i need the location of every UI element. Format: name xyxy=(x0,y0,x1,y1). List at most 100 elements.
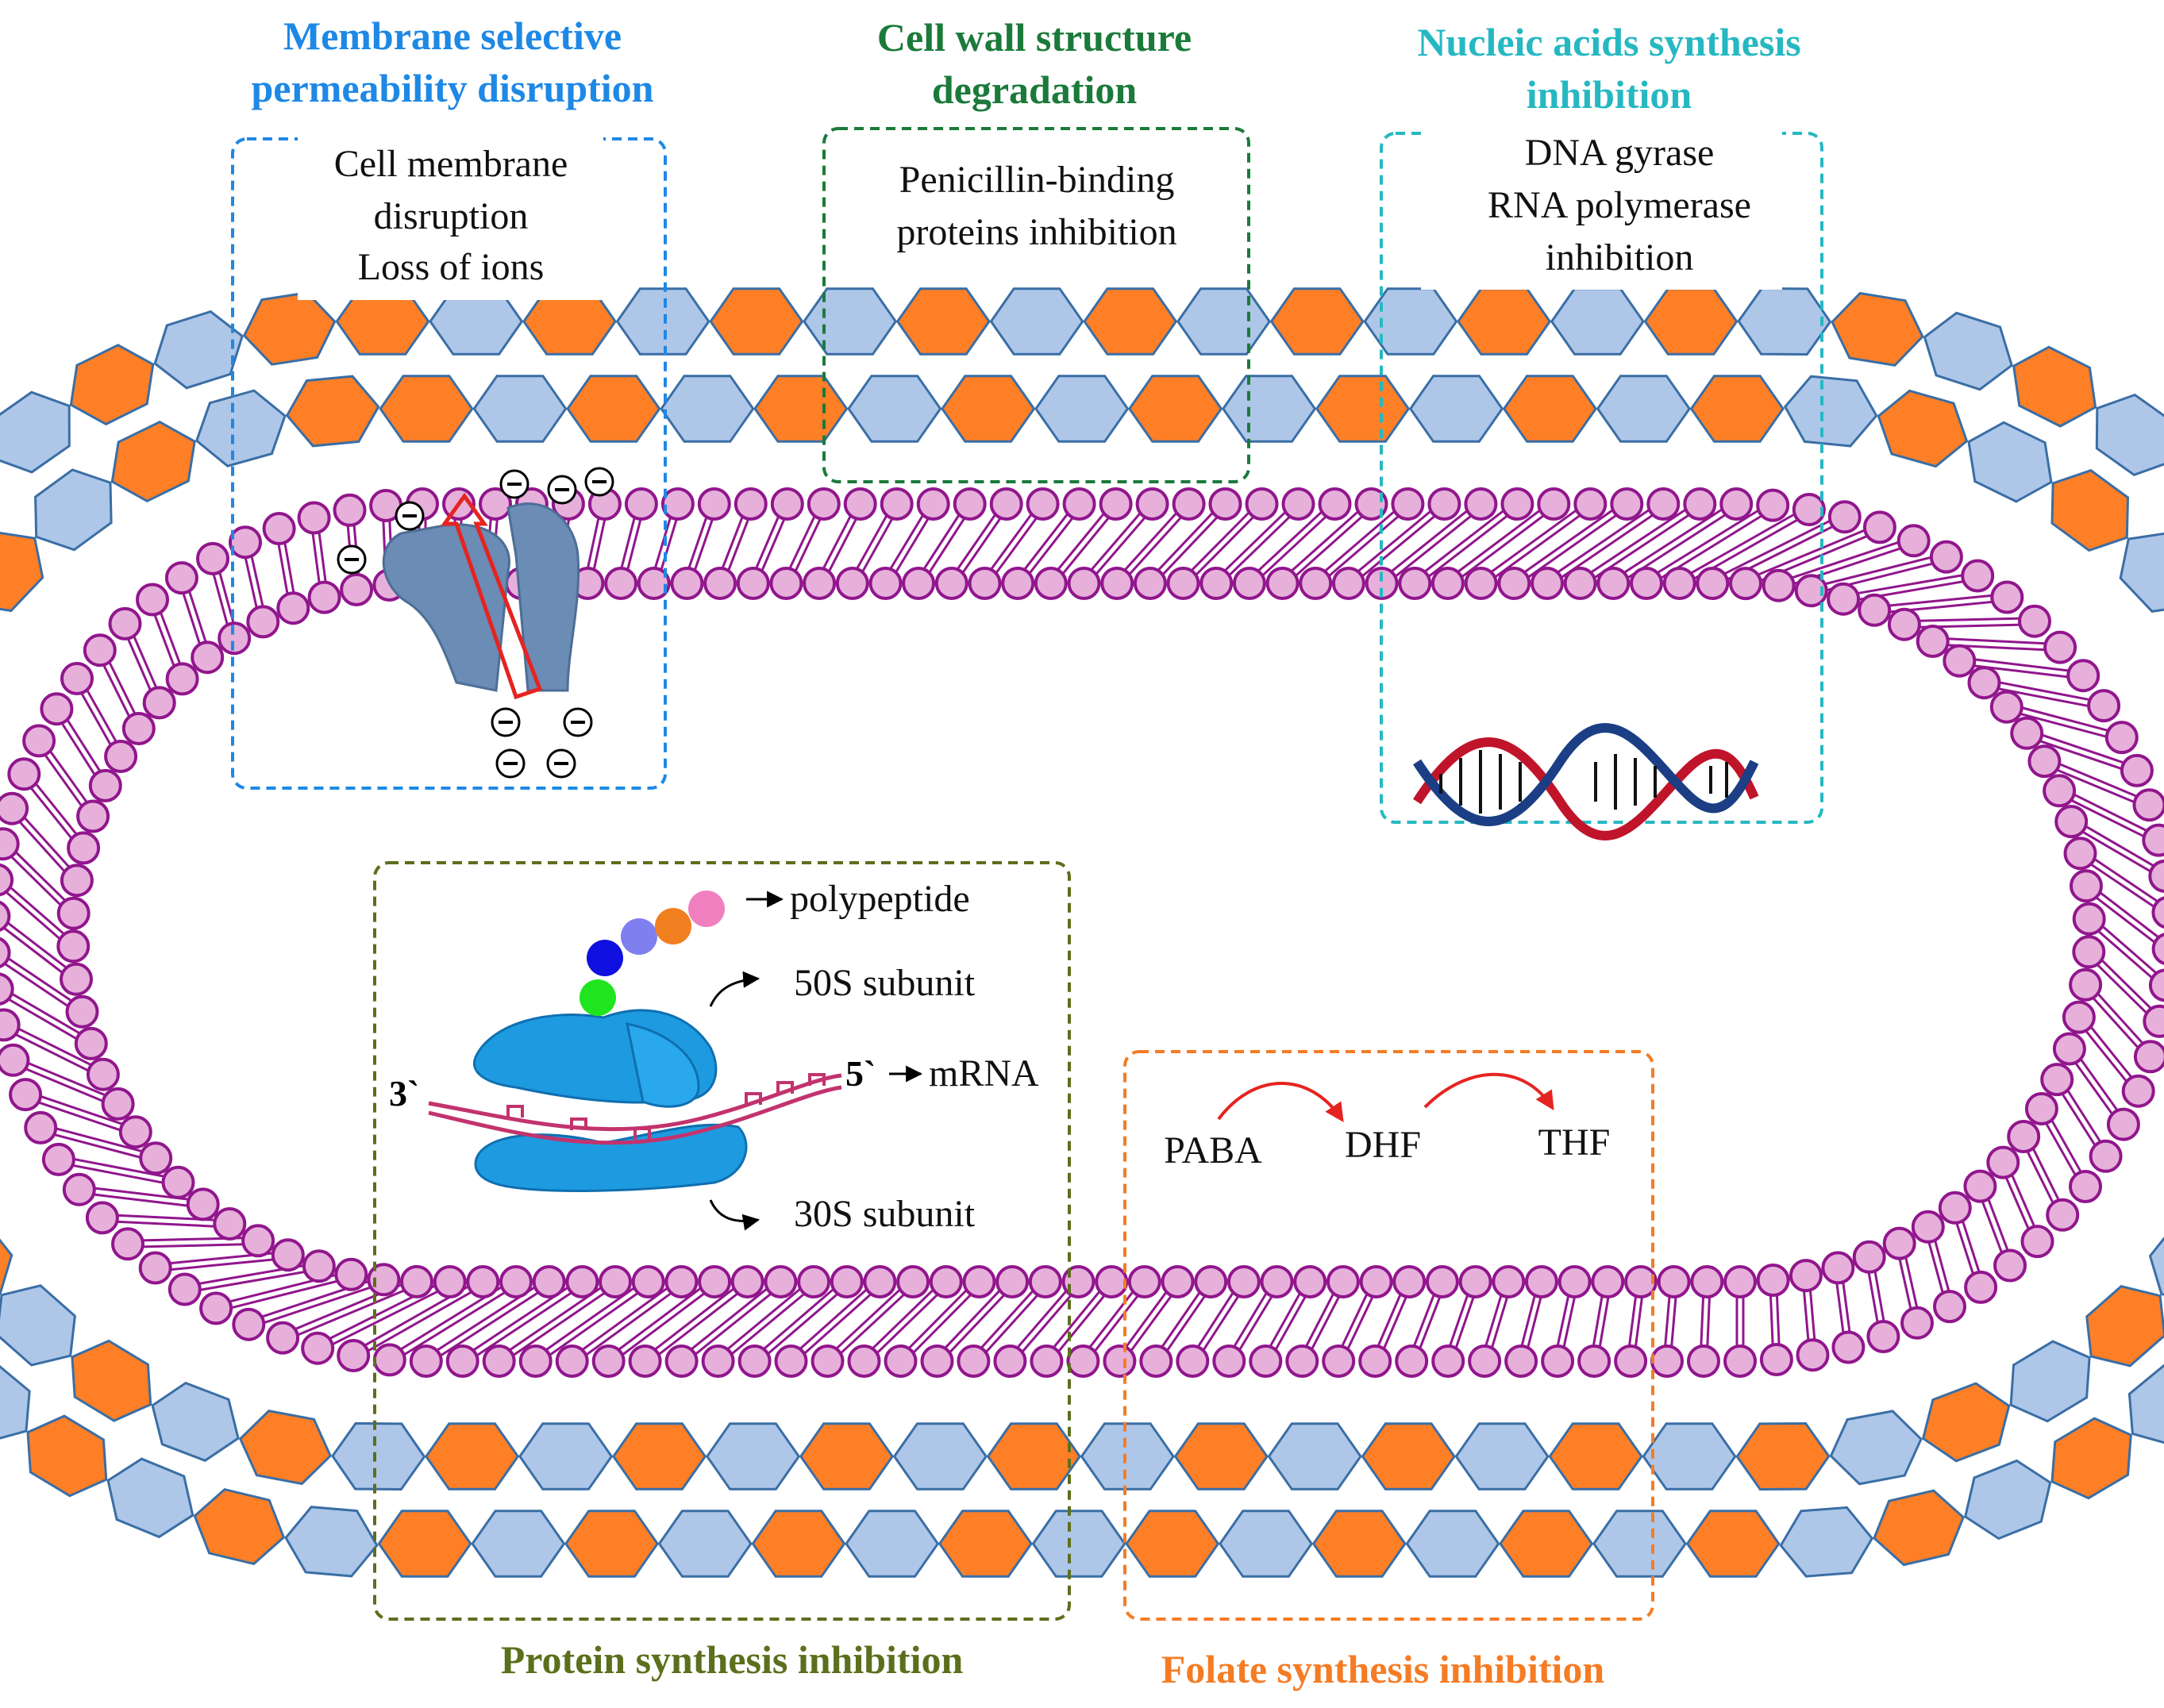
lipid-head xyxy=(1208,487,1242,521)
lipid-tail xyxy=(1357,510,1432,573)
lipid-head xyxy=(466,1265,500,1298)
lipid-tail xyxy=(1867,1271,1879,1324)
lipid-head xyxy=(161,1165,195,1199)
peptidoglycan-hexagon xyxy=(471,1510,566,1578)
lipid-tail xyxy=(1223,510,1287,572)
peptidoglycan-hexagon xyxy=(938,1510,1033,1578)
lipid-tail xyxy=(803,1292,872,1356)
lipid-head xyxy=(1001,567,1035,600)
lipid-head xyxy=(807,487,841,521)
lipid-head xyxy=(1792,493,1826,526)
lipid-tail xyxy=(1987,1198,2009,1252)
lipid-tail xyxy=(626,518,642,571)
lipid-tail xyxy=(653,516,672,570)
lipid-head xyxy=(0,827,20,861)
peptidoglycan-hexagon xyxy=(660,375,755,443)
lipid-tail xyxy=(244,556,258,610)
cellwall-body-line-2: proteins inhibition xyxy=(896,211,1176,253)
lipid-tail xyxy=(1689,513,1796,575)
lipid-head xyxy=(637,567,671,600)
peptidoglycan-hexagon xyxy=(0,532,44,613)
lipid-head xyxy=(400,1264,433,1298)
lipid-head xyxy=(499,1265,533,1298)
lipid-tail xyxy=(693,517,714,571)
lipid-tail xyxy=(53,1133,142,1159)
lipid-head xyxy=(445,1344,479,1378)
lipid-head xyxy=(847,1344,881,1378)
lipid-head xyxy=(83,633,117,667)
lipid-tail xyxy=(1998,681,2091,702)
peptidoglycan-hexagon xyxy=(0,1284,76,1367)
lipid-head xyxy=(482,1344,516,1378)
lipid-tail xyxy=(1090,512,1142,571)
lipid-tail xyxy=(1842,1281,1851,1333)
lipid-tail xyxy=(1232,1291,1269,1348)
protein-panel-box xyxy=(373,861,1071,1621)
lipid-head xyxy=(1066,1344,1100,1378)
lipid-head xyxy=(1896,524,1931,558)
lipid-tail xyxy=(14,1033,90,1072)
lipid-tail xyxy=(402,1291,506,1356)
peptidoglycan-hexagon xyxy=(845,1510,940,1578)
lipid-head xyxy=(2040,1063,2074,1097)
lipid-head xyxy=(186,1187,220,1221)
lipid-head xyxy=(111,1227,144,1261)
lipid-tail xyxy=(1946,637,2047,645)
lipid-tail xyxy=(2096,992,2144,1045)
lipid-head xyxy=(199,1291,233,1325)
lipid-tail xyxy=(2094,896,2156,944)
lipid-tail xyxy=(721,515,744,570)
lipid-bilayer-membrane xyxy=(0,487,2164,1378)
peptidoglycan-hexagon xyxy=(1457,287,1552,356)
lipid-head xyxy=(0,1043,30,1077)
lipid-head xyxy=(1322,1344,1356,1378)
lipid-tail xyxy=(1304,1292,1335,1348)
lipid-head xyxy=(2120,753,2154,787)
lipid-tail xyxy=(2097,929,2154,979)
lipid-tail xyxy=(1095,516,1147,575)
lipid-head xyxy=(1541,1344,1575,1378)
lipid-head xyxy=(1610,487,1644,521)
folate-title: Folate synthesis inhibition xyxy=(1161,1647,1605,1691)
lipid-head xyxy=(232,1307,266,1341)
peptidoglycan-hexagon xyxy=(1408,375,1504,443)
lipid-head xyxy=(191,640,225,675)
lipid-tail xyxy=(2093,857,2159,903)
lipid-head xyxy=(241,1224,275,1258)
lipid-tail xyxy=(1700,1295,1705,1347)
lipid-head xyxy=(271,1238,305,1272)
lipid-head xyxy=(835,567,869,600)
lipid-head xyxy=(479,487,512,521)
lipid-tail xyxy=(277,543,289,595)
lipid-tail xyxy=(7,998,79,1041)
ribosome-label-arrows xyxy=(709,891,923,1231)
lipid-head xyxy=(1135,487,1169,521)
lipid-tail xyxy=(34,782,79,836)
lipid-head xyxy=(1331,567,1365,600)
peptidoglycan-hexagon xyxy=(566,375,661,443)
lipid-tail xyxy=(283,541,295,594)
lipid-head xyxy=(1900,1306,1934,1340)
peptidoglycan-hexagon xyxy=(751,1510,846,1578)
peptidoglycan-hexagon xyxy=(0,390,71,474)
lipid-tail xyxy=(1310,1295,1341,1351)
lipid-tail xyxy=(1129,1294,1173,1352)
lipid-head xyxy=(76,799,110,833)
peptidoglycan-hexagon xyxy=(284,1506,379,1578)
lipid-tail xyxy=(79,691,113,747)
lipid-head xyxy=(62,1172,96,1206)
lipid-tail xyxy=(1634,1296,1644,1348)
peptidoglycan-hexagon xyxy=(2127,1364,2164,1444)
lipid-tail xyxy=(1562,1296,1577,1348)
lipid-head xyxy=(1458,1265,1492,1298)
lipid-head xyxy=(734,487,768,521)
peptidoglycan-hexagon xyxy=(0,1238,13,1295)
lipid-tail xyxy=(2020,706,2109,733)
lipid-head xyxy=(2087,689,2121,723)
lipid-head xyxy=(1299,567,1333,600)
peptidoglycan-hexagon xyxy=(611,1422,707,1491)
lipid-head xyxy=(2066,659,2100,693)
lipid-head xyxy=(2024,1092,2058,1125)
lipid-tail xyxy=(1873,1270,1885,1322)
lipid-head xyxy=(1943,644,1977,678)
